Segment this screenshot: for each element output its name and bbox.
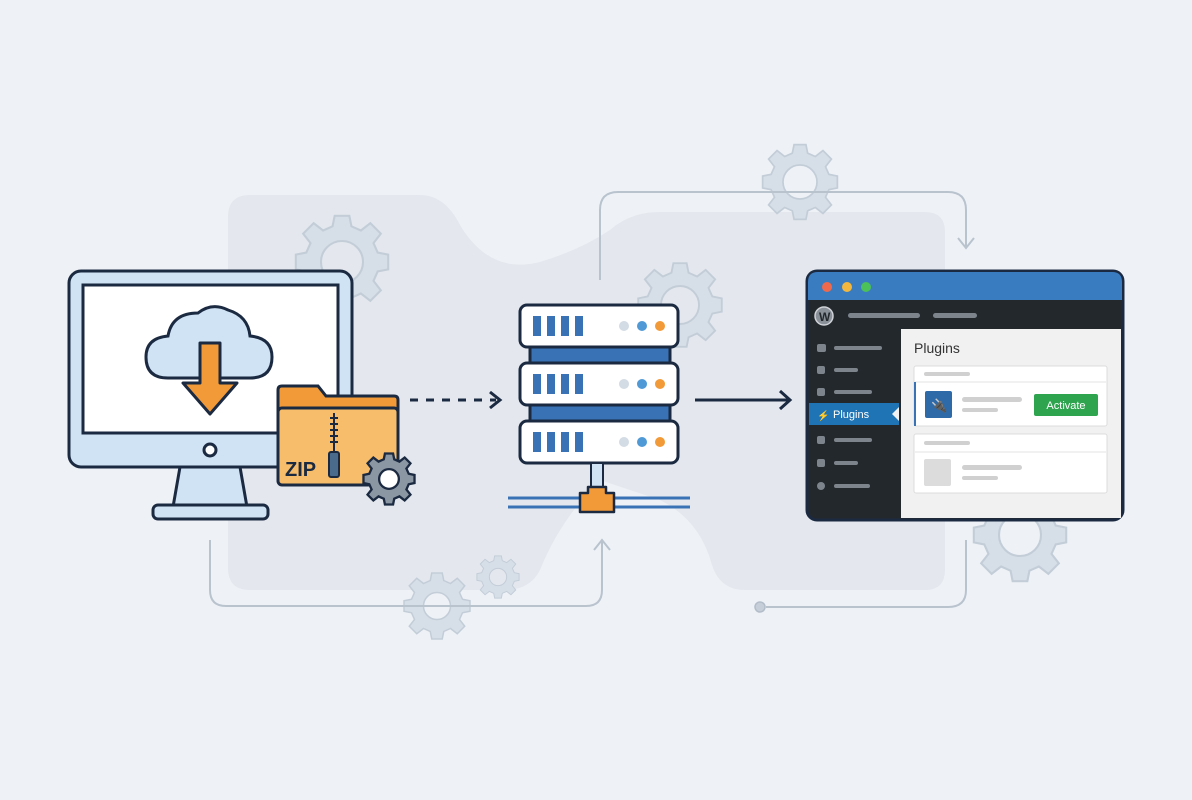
wordpress-logo-icon (814, 306, 834, 326)
svg-text:Plugins: Plugins (833, 409, 870, 421)
cloud-download-icon (144, 305, 274, 416)
plugin-icon (925, 391, 952, 418)
svg-text:🔌: 🔌 (931, 398, 947, 413)
server-rack-lights (533, 316, 665, 452)
flow-lines (209, 191, 975, 608)
solid-arrow (695, 389, 793, 411)
maximize-dot (861, 282, 871, 292)
svg-text:Activate: Activate (1046, 400, 1085, 412)
activate-button[interactable]: Activate (1034, 394, 1098, 416)
svg-text:W: W (819, 310, 831, 324)
dashed-arrow (410, 390, 503, 410)
gear-icon (362, 452, 416, 506)
gear-icon (761, 143, 839, 221)
page-title: Plugins (914, 340, 960, 356)
svg-text:⚡: ⚡ (817, 409, 829, 422)
minimize-dot (842, 282, 852, 292)
server-icon (518, 303, 680, 489)
gear-icon (476, 555, 520, 599)
sidebar-item-plugins[interactable]: ⚡ Plugins (809, 403, 899, 425)
close-dot (822, 282, 832, 292)
zip-label: ZIP (285, 459, 316, 481)
browser-window-icon: W ⚡ Plugins Plugins 🔌 (805, 269, 1125, 522)
network-icon (508, 485, 690, 514)
